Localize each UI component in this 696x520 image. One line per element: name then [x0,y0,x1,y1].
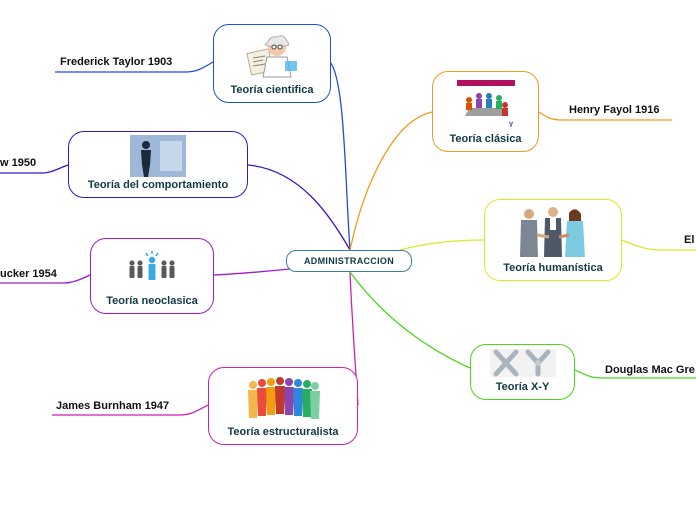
leaf-comportamiento-author[interactable]: w 1950 [0,157,37,169]
meeting-table-icon [455,72,517,133]
leaf-henry-fayol[interactable]: Henry Fayol 1916 [569,104,660,116]
scientist-icon [241,25,303,84]
topic-teoria-x-y[interactable]: Teoría X-Y [470,344,575,400]
leaf-neoclasica-author[interactable]: ucker 1954 [0,268,57,280]
topic-teoria-neoclasica[interactable]: Teoría neoclasica [90,238,214,314]
topic-label: Teoría del comportamiento [87,179,229,191]
topic-label: Teoría X-Y [495,381,550,393]
person-silhouette-icon [130,132,186,179]
leader-group-icon [126,239,178,295]
topic-label: Teoría estructuralista [227,426,339,438]
xy-letters-icon [489,345,556,381]
topic-teoria-estructuralista[interactable]: Teoría estructuralista [208,367,358,445]
topic-teoria-del-comportamiento[interactable]: Teoría del comportamiento [68,131,248,198]
topic-label: Teoría humanística [503,262,603,274]
leaf-james-burnham[interactable]: James Burnham 1947 [56,400,170,412]
handshake-icon [515,200,591,262]
topic-teoria-humanistica[interactable]: Teoría humanística [484,199,622,281]
topic-label: Teoría neoclasica [106,295,198,307]
leaf-frederick-taylor[interactable]: Frederick Taylor 1903 [60,56,173,68]
topic-teoria-clasica[interactable]: Teoría clásica [432,71,539,152]
topic-teoria-cientifica[interactable]: Teoría cientifica [213,24,331,103]
central-topic-label: ADMINISTRACCION [304,256,394,266]
central-topic[interactable]: ADMINISTRACCION [286,250,412,272]
topic-label: Teoría cientifica [230,84,314,96]
leaf-douglas-mac-gregor[interactable]: Douglas Mac Gre [605,364,695,376]
colored-people-icon [245,368,321,426]
topic-label: Teoría clásica [449,133,522,145]
leaf-humanistica-author[interactable]: El [684,234,695,246]
